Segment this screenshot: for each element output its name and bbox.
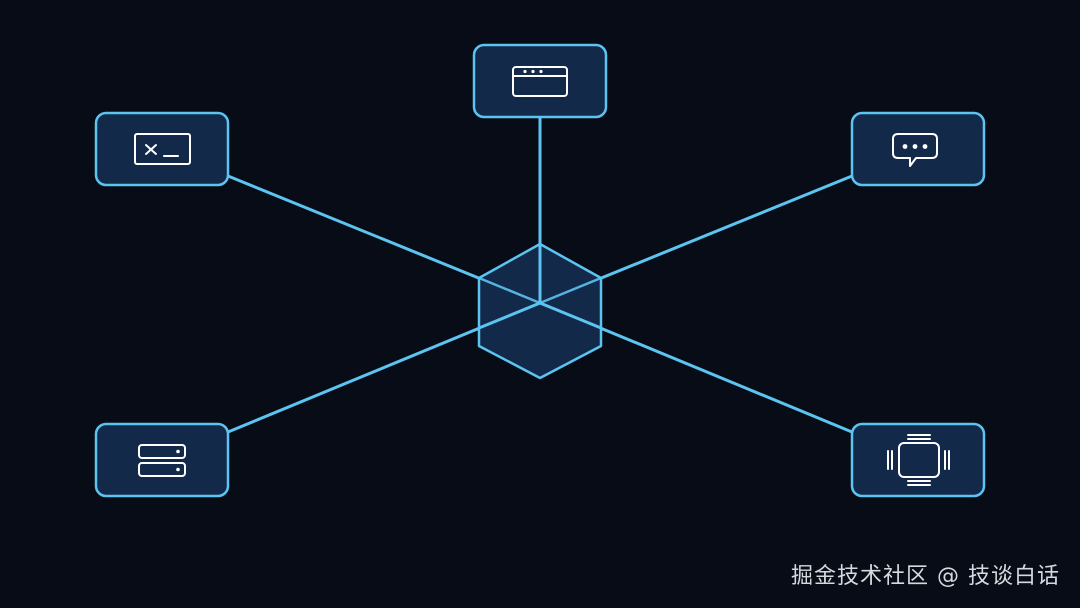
browser-window-icon xyxy=(512,66,568,97)
hexagon-cube-icon xyxy=(477,242,603,380)
node-top-left[interactable] xyxy=(94,111,230,187)
node-bottom-left[interactable] xyxy=(94,422,230,498)
chip-icon xyxy=(887,434,950,486)
node-bottom-right[interactable] xyxy=(850,422,986,498)
chat-bubble-icon xyxy=(892,133,938,167)
node-top[interactable] xyxy=(472,43,608,119)
watermark-text: 掘金技术社区 @ 技谈白话 xyxy=(791,564,1060,589)
terminal-icon xyxy=(134,133,191,165)
server-icon xyxy=(138,444,186,477)
node-top-right[interactable] xyxy=(850,111,986,187)
